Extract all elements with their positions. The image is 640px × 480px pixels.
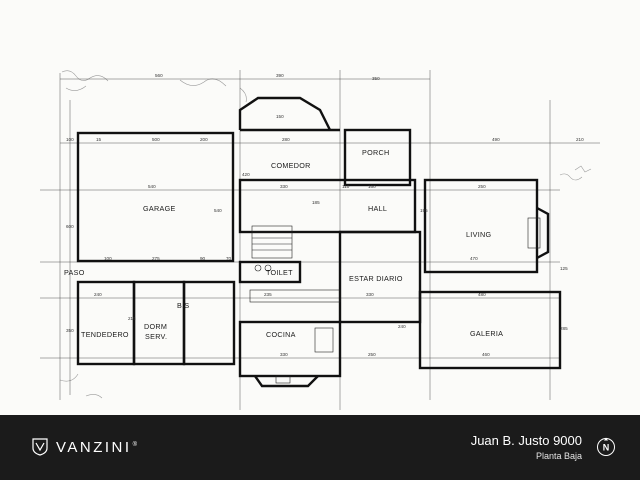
room-label-dorm: DORM	[144, 322, 167, 331]
dimension-lines	[40, 70, 600, 410]
dim-label: 420	[242, 172, 250, 177]
dimension-labels: 560 390 350 100 15 500 200 280 490 210 1…	[66, 73, 584, 357]
dim-label: 600	[66, 224, 74, 229]
room-label-serv: SERV.	[145, 332, 167, 341]
floor-plan: GARAGE COMEDOR PORCH HALL LIVING TOILET …	[40, 70, 600, 410]
room-label-porch: PORCH	[362, 148, 389, 157]
shield-logo-icon	[32, 438, 48, 456]
dim-label: 470	[470, 256, 478, 261]
room-label-galeria: GALERIA	[470, 329, 503, 338]
brand-name: VANZINI®	[56, 439, 139, 456]
dim-label: 215	[128, 316, 136, 321]
dim-label: 110	[342, 184, 350, 189]
dim-label: 240	[94, 292, 102, 297]
brand-text: VANZINI	[56, 438, 132, 456]
dim-label: 480	[478, 292, 486, 297]
brand: VANZINI®	[32, 435, 139, 459]
dim-label: 285	[560, 326, 568, 331]
dim-label: 250	[368, 352, 376, 357]
dim-label: 490	[492, 137, 500, 142]
dim-label: 540	[148, 184, 156, 189]
dim-label: 330	[280, 184, 288, 189]
dim-label: 200	[200, 137, 208, 142]
north-letter: N	[603, 443, 610, 453]
dim-label: 70	[226, 256, 232, 261]
footer-bar: VANZINI® Juan B. Justo 9000 Planta Baja …	[0, 415, 640, 480]
dim-label: 235	[264, 292, 272, 297]
fixtures	[249, 217, 541, 384]
room-label-hall: HALL	[368, 204, 387, 213]
dim-label: 250	[478, 184, 486, 189]
room-label-estar-diario: ESTAR DIARIO	[349, 274, 403, 283]
dim-label: 280	[282, 137, 290, 142]
dim-label: 100	[66, 137, 74, 142]
room-label-comedor: COMEDOR	[271, 161, 311, 170]
dim-label: 330	[280, 352, 288, 357]
dim-label: 210	[576, 137, 584, 142]
room-label-bs: B.S	[177, 301, 190, 310]
dim-label: 350	[66, 328, 74, 333]
dim-label: 150	[276, 114, 284, 119]
dim-label: 275	[152, 256, 160, 261]
dim-label: 500	[152, 137, 160, 142]
room-labels: GARAGE COMEDOR PORCH HALL LIVING TOILET …	[64, 148, 503, 341]
dim-label: 100	[104, 256, 112, 261]
dim-label: 125	[560, 266, 568, 271]
dim-label: 560	[155, 73, 163, 78]
registered-mark: ®	[132, 441, 140, 448]
dim-label: 330	[366, 292, 374, 297]
garden-texture	[59, 70, 592, 399]
room-label-living: LIVING	[466, 230, 491, 239]
dim-label: 185	[312, 200, 320, 205]
dim-label: 390	[276, 73, 284, 78]
room-label-toilet: TOILET	[266, 268, 293, 277]
address-title: Juan B. Justo 9000	[470, 433, 582, 448]
dim-label: 195	[420, 208, 428, 213]
dim-label: 540	[214, 208, 222, 213]
dim-label: 160	[368, 184, 376, 189]
dim-label: 15	[96, 137, 102, 142]
room-label-tendedero: TENDEDERO	[81, 330, 129, 339]
floor-plan-drawing: GARAGE COMEDOR PORCH HALL LIVING TOILET …	[40, 70, 600, 410]
dim-label: 90	[200, 256, 206, 261]
dim-label: 350	[372, 76, 380, 81]
floor-name: Planta Baja	[535, 451, 582, 461]
room-label-garage: GARAGE	[143, 204, 176, 213]
walls	[76, 96, 562, 388]
room-label-cocina: COCINA	[266, 330, 296, 339]
dim-label: 460	[482, 352, 490, 357]
dim-label: 240	[398, 324, 406, 329]
room-label-paso: PASO	[64, 268, 85, 277]
north-arrow-icon: N	[597, 437, 615, 456]
address-block: Juan B. Justo 9000 Planta Baja	[471, 433, 582, 461]
